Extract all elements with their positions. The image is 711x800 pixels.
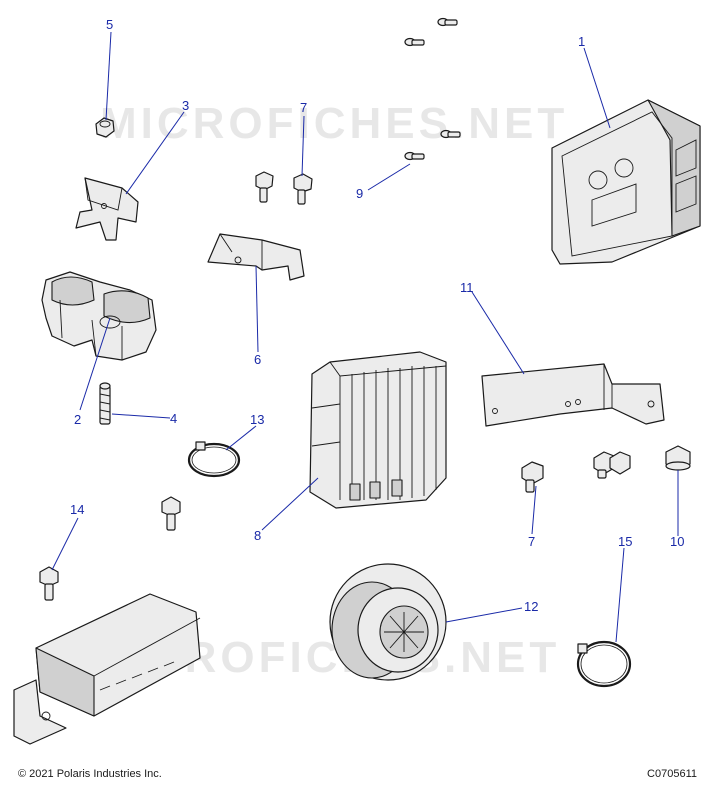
part-bolt-upper-left [255,171,274,203]
callout-10: 10 [670,534,684,549]
callout-7-upper: 7 [300,100,307,115]
part-wire-tie-15 [576,640,632,688]
callout-12: 12 [524,599,538,614]
callout-9: 9 [356,186,363,201]
callout-8: 8 [254,528,261,543]
part-long-bolt [99,382,111,425]
part-voltage-regulator [309,351,447,509]
callout-15: 15 [618,534,632,549]
part-ignition-coil [41,271,157,361]
callout-14: 14 [70,502,84,517]
part-bolt-pair [593,451,631,479]
part-fuse-box [13,593,201,745]
part-wire-tie-13 [187,441,241,478]
part-screw-14 [39,566,59,601]
part-grommet [329,563,447,681]
callout-7-lower: 7 [528,534,535,549]
callout-13: 13 [250,412,264,427]
part-nut [95,117,115,138]
callout-2: 2 [74,412,81,427]
part-bolt-lower-7 [521,461,544,493]
figure-code: C0705611 [647,768,697,780]
part-bolt-upper-right [293,173,313,205]
callouts: 5 3 7 9 1 2 6 4 13 11 8 7 10 14 15 12 [70,17,684,614]
part-flange-bolt [665,445,691,471]
callout-3: 3 [182,98,189,113]
callout-1: 1 [578,34,585,49]
callout-5: 5 [106,17,113,32]
callout-11: 11 [460,280,474,295]
leader-lines [51,31,679,643]
watermark-top: MICROFICHES.NET [100,99,568,148]
callout-6: 6 [254,352,261,367]
copyright-text: © 2021 Polaris Industries Inc. [18,768,162,780]
part-ecu-module [551,99,701,265]
part-screws-group [404,17,461,161]
part-bracket-long [481,363,665,427]
part-bracket-small [75,177,139,241]
part-screw-mid-left [161,496,181,531]
callout-4: 4 [170,411,177,426]
part-bracket-mid [207,233,305,281]
